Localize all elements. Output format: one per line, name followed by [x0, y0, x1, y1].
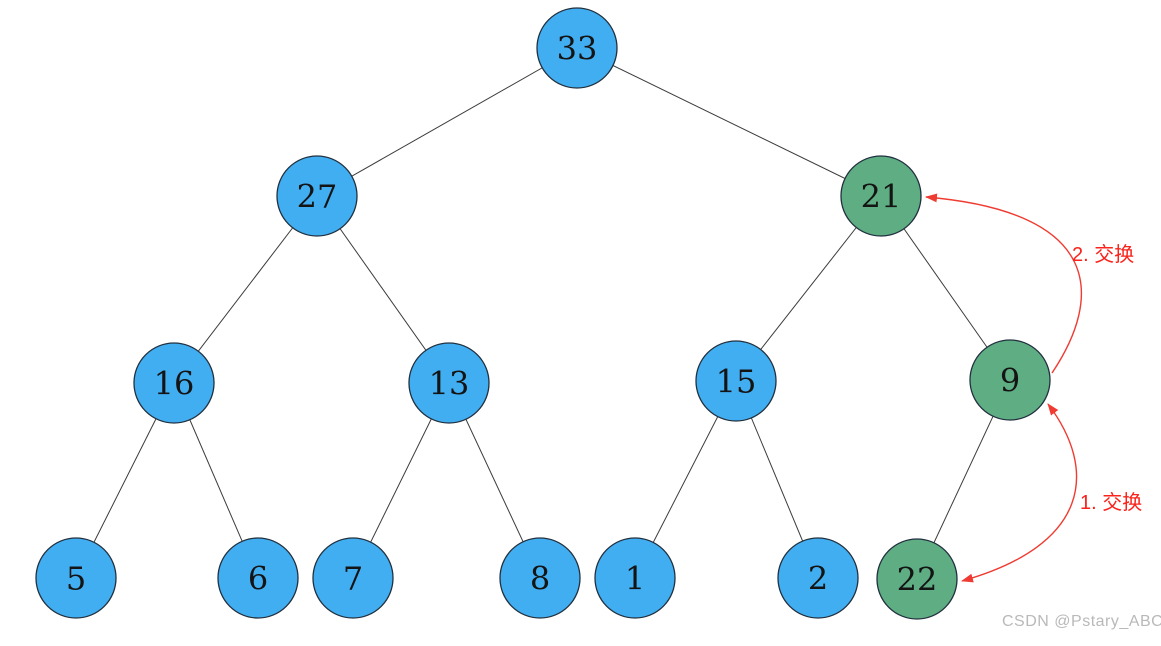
node-value-1: 1	[625, 560, 645, 598]
node-circle-5	[35, 537, 117, 619]
tree-node-27: 27	[276, 155, 358, 237]
swap-label-1: 1. 交换	[1080, 492, 1143, 514]
tree-node-5: 5	[35, 537, 117, 619]
node-circle-16	[133, 342, 215, 424]
node-value-7: 7	[343, 560, 363, 598]
node-circle-6	[217, 537, 299, 619]
node-value-9: 9	[1000, 362, 1020, 400]
node-circle-1	[594, 537, 676, 619]
node-circle-9	[969, 339, 1051, 421]
node-circle-13	[408, 342, 490, 424]
tree-node-8: 8	[499, 537, 581, 619]
node-value-8: 8	[530, 560, 550, 598]
tree-edges	[75, 47, 1011, 580]
swap-arrow-22-to-9	[961, 403, 1078, 583]
node-circle-2	[777, 537, 859, 619]
tree-node-22: 22	[876, 538, 958, 620]
node-value-16: 16	[154, 365, 195, 403]
node-value-6: 6	[248, 560, 268, 598]
tree-node-16: 16	[133, 342, 215, 424]
node-value-27: 27	[297, 178, 338, 216]
tree-node-2: 2	[777, 537, 859, 619]
node-circle-27	[276, 155, 358, 237]
tree-node-15: 15	[695, 340, 777, 422]
node-value-33: 33	[557, 30, 598, 68]
tree-node-7: 7	[312, 537, 394, 619]
tree-node-9: 9	[969, 339, 1051, 421]
tree-node-6: 6	[217, 537, 299, 619]
swap-arrows	[925, 193, 1083, 583]
tree-node-21: 21	[840, 155, 922, 237]
swap-arrow-9-to-21	[925, 193, 1083, 374]
node-circle-21	[840, 155, 922, 237]
swap-label-2: 2. 交换	[1072, 244, 1135, 266]
node-circle-33	[536, 7, 618, 89]
watermark: CSDN @Pstary_ABC	[1002, 613, 1161, 630]
node-circle-7	[312, 537, 394, 619]
tree-edge-33-27	[316, 47, 578, 197]
tree-edge-33-21	[576, 47, 882, 197]
node-circle-22	[876, 538, 958, 620]
node-value-2: 2	[808, 560, 828, 598]
node-value-21: 21	[861, 178, 902, 216]
node-value-13: 13	[429, 365, 470, 403]
tree-node-33: 33	[536, 7, 618, 89]
tree-node-13: 13	[408, 342, 490, 424]
node-circle-8	[499, 537, 581, 619]
node-value-22: 22	[897, 561, 938, 599]
tree-node-1: 1	[594, 537, 676, 619]
node-circle-15	[695, 340, 777, 422]
node-value-15: 15	[716, 363, 757, 401]
node-value-5: 5	[66, 560, 86, 598]
